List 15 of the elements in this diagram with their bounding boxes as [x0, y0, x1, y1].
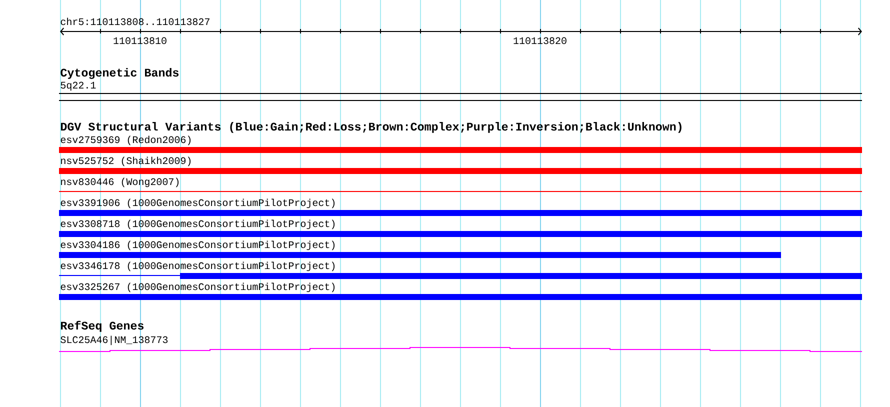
feature-label: nsv830446 (Wong2007) — [61, 178, 179, 188]
feature-label: esv3308718 (1000GenomesConsortiumPilotProject) — [60, 220, 335, 230]
feature-label: nsv525752 (Shaikh2009) — [61, 156, 191, 166]
tick-label: 110113810 — [114, 37, 166, 44]
tick-label: 110113820 — [514, 37, 566, 44]
feature-label: esv3304186 (1000GenomesConsortiumPilotProject) — [60, 240, 335, 250]
feature-label: esv3325267 (1000GenomesConsortiumPilotProject) — [60, 282, 335, 292]
feature-label: SLC25A46|NM_138773 — [60, 336, 168, 346]
track-heading: DGV Structural Variants (Blue:Gain;Red:Loss;Brown:Complex;Purple:Inversion;Black:Unknown) — [60, 122, 682, 133]
feature-label: esv3346178 (1000GenomesConsortiumPilotProject) — [60, 262, 335, 272]
track-heading: RefSeq Genes — [61, 320, 144, 332]
feature-label: esv2759369 (Redon2006) — [60, 136, 191, 146]
feature-label: 5q22.1 — [60, 82, 96, 91]
region-title: chr5:110113808..110113827 — [60, 18, 210, 26]
feature-label: esv3391906 (1000GenomesConsortiumPilotProject) — [60, 198, 335, 208]
